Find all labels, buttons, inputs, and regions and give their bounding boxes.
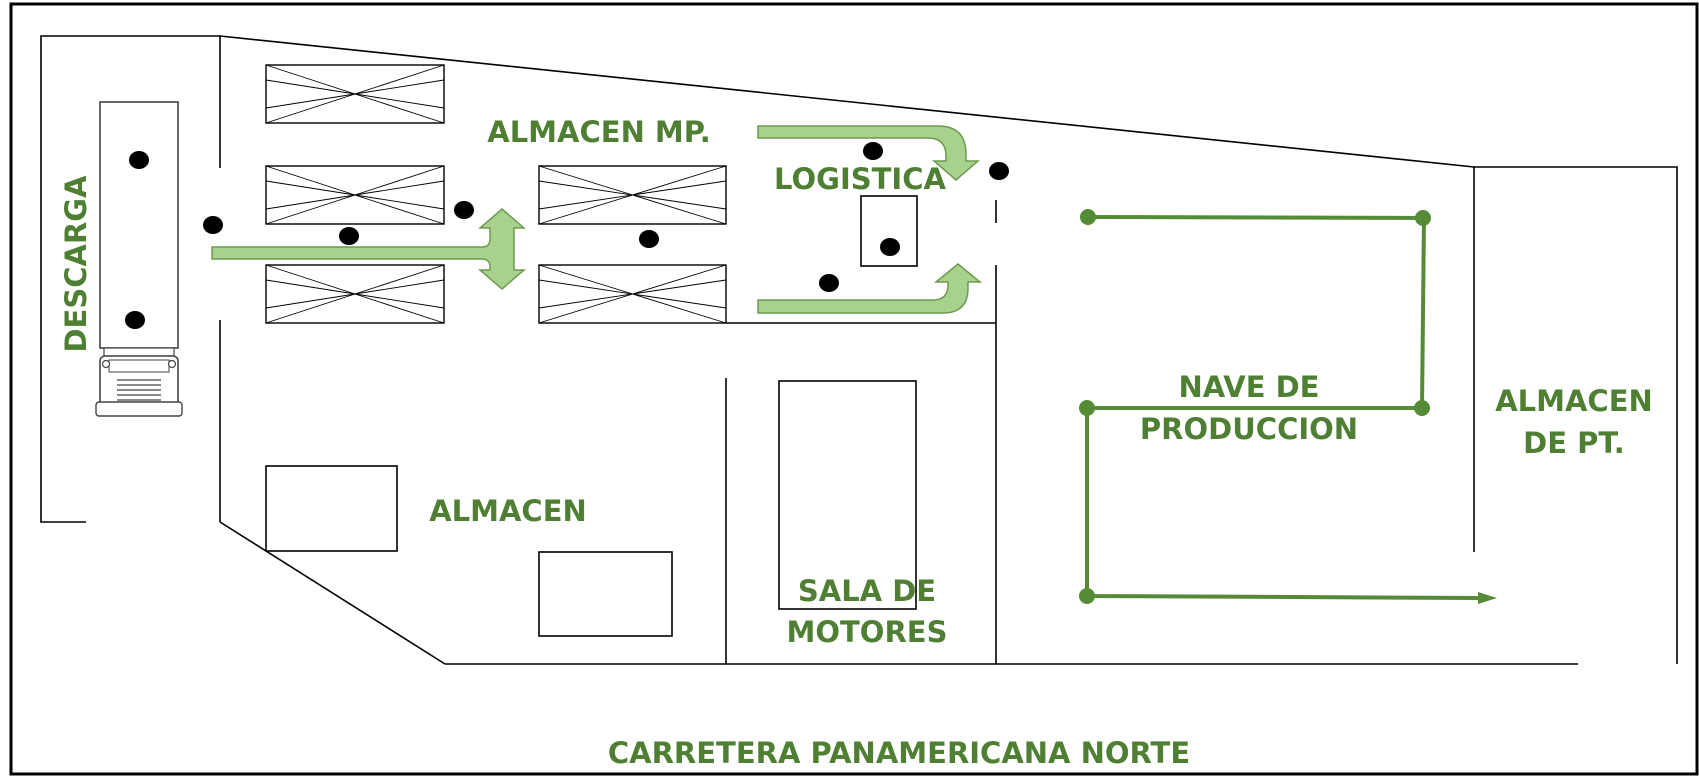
flow-arrowhead: [1478, 592, 1497, 604]
almacen-mp-label: ALMACEN MP.: [487, 115, 711, 149]
descarga-label: DESCARGA: [59, 175, 93, 353]
flow-node: [1079, 400, 1095, 416]
nave-produccion-label-line1: NAVE DE: [1179, 370, 1320, 404]
logistica-top-arrow: [757, 125, 981, 181]
rack: [538, 264, 727, 324]
almacen-label: ALMACEN: [429, 494, 587, 528]
sala-motores-label-line2: MOTORES: [787, 615, 948, 649]
rack: [265, 64, 445, 124]
almacen-box-1: [265, 465, 398, 552]
sala-motores-label-line1: SALA DE: [798, 574, 936, 608]
delivery-truck-icon: [95, 101, 183, 417]
flow-node: [1415, 210, 1431, 226]
logistica-label: LOGISTICA: [774, 162, 946, 196]
almacen-pt-label-line1: ALMACEN: [1495, 384, 1653, 418]
sala-motores-room: [778, 380, 917, 610]
rack: [265, 165, 445, 225]
flow-node: [1079, 588, 1095, 604]
walls: [40, 35, 1678, 665]
rack: [538, 165, 727, 225]
outer-frame: [9, 2, 1699, 776]
carretera-label: CARRETERA PANAMERICANA NORTE: [608, 736, 1190, 770]
flow-node: [1080, 209, 1096, 225]
almacen-pt-label-line2: DE PT.: [1523, 426, 1625, 460]
rack: [265, 264, 445, 324]
production-flow-path: [1079, 209, 1497, 604]
operator-dot-icon: [125, 142, 1009, 329]
logistica-desk: [860, 195, 918, 267]
nave-produccion-label-line2: PRODUCCION: [1140, 412, 1358, 446]
flow-node: [1414, 400, 1430, 416]
inbound-flow-arrow: [211, 208, 527, 290]
logistica-bottom-arrow: [757, 263, 983, 314]
almacen-box-2: [538, 551, 673, 637]
